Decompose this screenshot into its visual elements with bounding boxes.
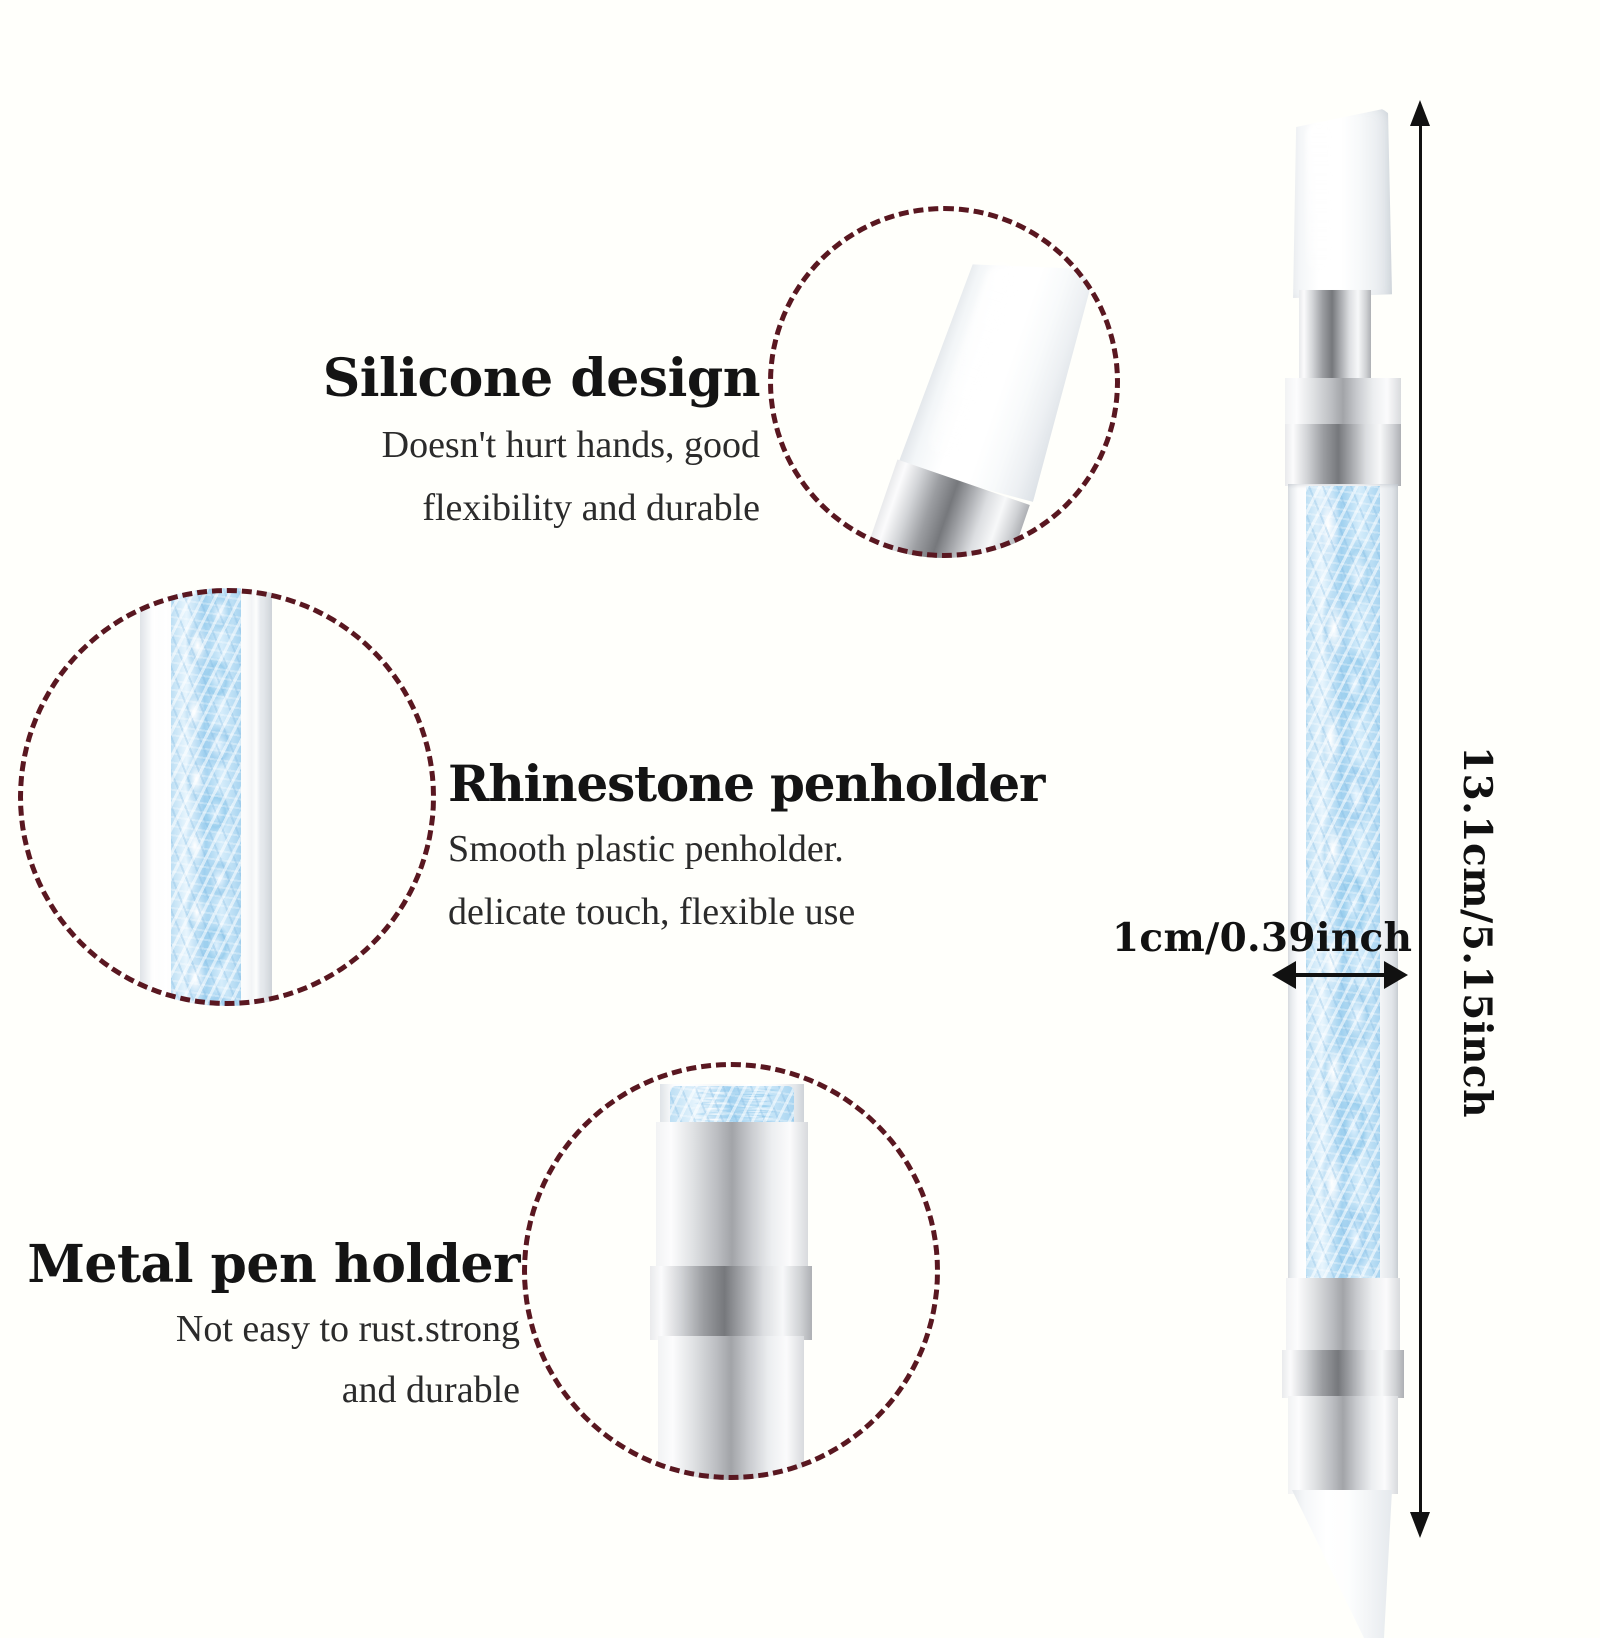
length-arrow-head-bottom-icon	[1410, 1512, 1430, 1538]
feature-headline-metal: Metal pen holder	[27, 1234, 520, 1295]
width-arrow-head-right-icon	[1384, 961, 1408, 989]
feature-subline-metal-line2: and durable	[341, 1368, 520, 1411]
product-pen-full-view	[1270, 100, 1420, 1638]
pen-metal-holder-band	[1282, 1350, 1404, 1398]
pen-tip-top-highlight	[1306, 122, 1332, 272]
feature-subline-rhinestone-line2: delicate touch, flexible use	[448, 890, 856, 933]
feature-block-rhinestone-penholder: Rhinestone penholder Smooth plastic penh…	[448, 754, 1128, 937]
feature-subline-silicone-line2: flexibility and durable	[422, 486, 760, 529]
pen-metal-holder-upper	[1286, 1278, 1400, 1354]
dashed-ring-metal	[522, 1062, 940, 1480]
pen-blue-rhinestone-column	[1306, 486, 1380, 1278]
dashed-ring-silicone	[768, 206, 1120, 558]
pen-metal-band-a	[1285, 378, 1401, 426]
feature-block-metal-pen-holder: Metal pen holder Not easy to rust.strong…	[20, 1234, 520, 1415]
width-dimension-label: 1cm/0.39inch	[1112, 915, 1413, 961]
feature-subline-silicone-line1: Doesn't hurt hands, good	[381, 423, 760, 466]
feature-subline-rhinestone-line1: Smooth plastic penholder.	[448, 827, 844, 870]
infographic-canvas: Silicone design Doesn't hurt hands, good…	[18, 100, 1500, 1638]
callout-circle-metal-holder	[522, 1062, 940, 1480]
feature-headline-silicone: Silicone design	[322, 348, 761, 409]
length-arrow-head-top-icon	[1410, 100, 1430, 126]
callout-circle-rhinestone-barrel	[18, 588, 436, 1006]
width-dimension-line	[1292, 973, 1390, 977]
pen-metal-ferrule-upper	[1299, 290, 1371, 382]
feature-headline-rhinestone: Rhinestone penholder	[448, 754, 1045, 813]
callout-circle-silicone-tip	[768, 206, 1120, 558]
pen-metal-band-b	[1285, 424, 1401, 486]
length-dimension-line	[1419, 118, 1422, 1530]
length-dimension-label: 13.1cm/5.15inch	[1454, 746, 1500, 1119]
feature-subline-metal-line1: Not easy to rust.strong	[175, 1307, 520, 1350]
dashed-ring-rhinestone	[18, 588, 436, 1006]
pen-metal-holder-lower	[1288, 1396, 1398, 1494]
feature-block-silicone-design: Silicone design Doesn't hurt hands, good…	[180, 348, 761, 533]
pen-silicone-angled-tip-bottom	[1292, 1490, 1392, 1638]
